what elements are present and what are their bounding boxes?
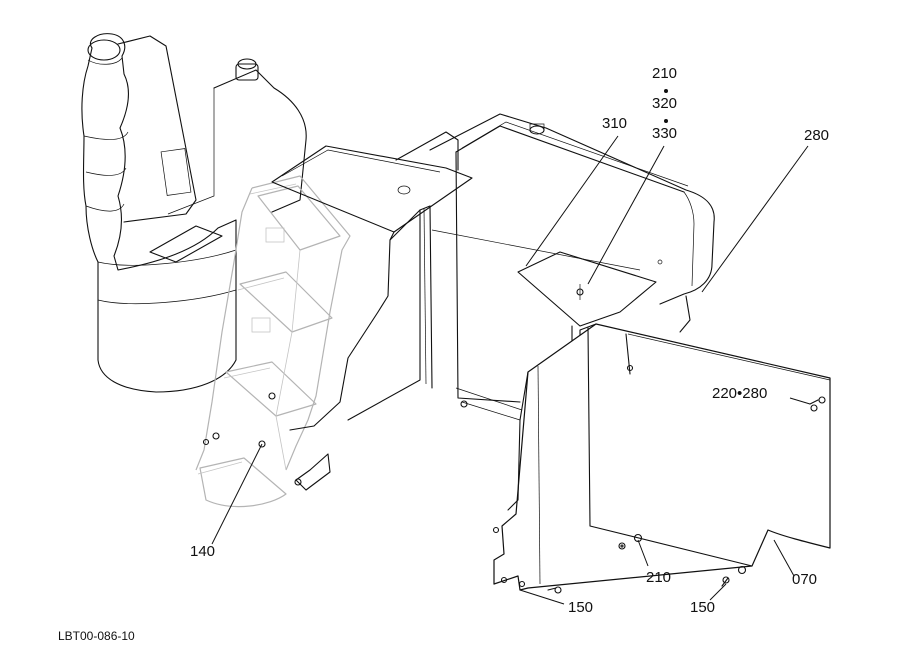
drawing-code: LBT00-086-10 [58,629,135,643]
bolt-150-left [547,586,562,594]
separator-dot [664,119,668,123]
callout-140: 140 [190,543,215,560]
fuel-tank [81,33,307,393]
callout-330: 330 [652,125,677,142]
callout-210-bottom: 210 [646,569,671,586]
callout-280: 280 [804,127,829,144]
callout-320: 320 [652,95,677,112]
washer-210-bottom [618,542,626,550]
side-cover-panel [492,323,831,591]
callout-070: 070 [792,571,817,588]
bolt-150-right [721,576,730,587]
callout-310: 310 [602,115,627,132]
separator-dot [664,89,668,93]
callout-150-right: 150 [690,599,715,616]
callout-210-top: 210 [652,65,677,82]
callout-labels: 210 320 330 310 280 220•280 140 150 210 … [190,65,829,616]
callout-220-280: 220•280 [712,385,767,402]
fender-frame [271,131,473,431]
leader-lines [211,135,811,605]
hydraulic-tank [429,113,715,421]
fasteners [547,399,819,594]
step-ladder [195,175,351,508]
bolt-220 [809,399,819,412]
callout-150-left: 150 [568,599,593,616]
